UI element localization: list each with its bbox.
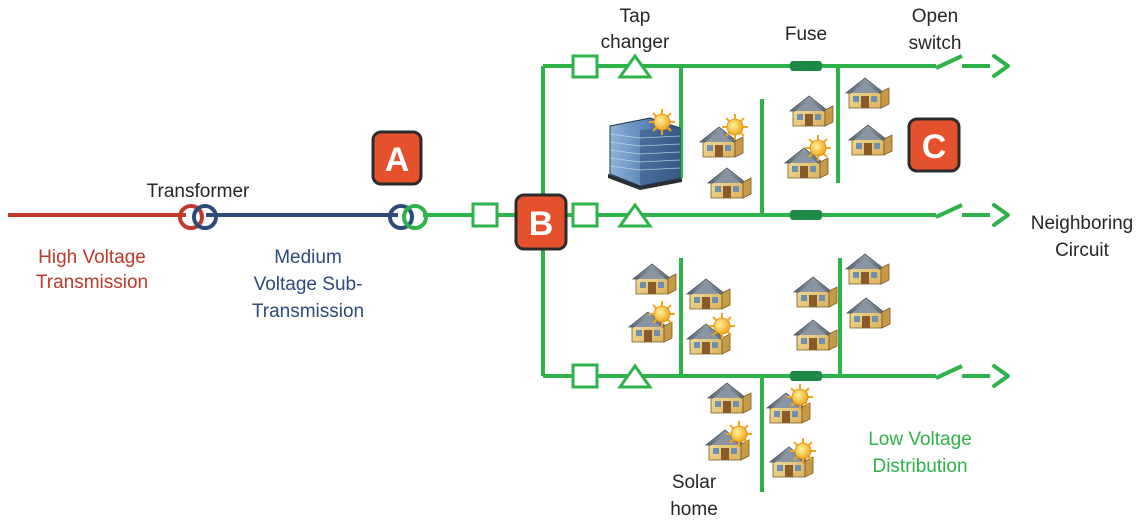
office-building-icon — [608, 108, 682, 190]
neighboring-circuit-label-line2: Circuit — [1055, 240, 1110, 261]
badge-c-label: C — [922, 128, 947, 166]
solar-house-icon — [699, 113, 749, 158]
high-voltage-label-line2: Transmission — [36, 272, 148, 293]
tap-changer-label-line2: changer — [601, 32, 670, 53]
breaker-icon — [571, 54, 599, 79]
solar-house-icon — [766, 383, 814, 424]
transformer-icon — [178, 204, 218, 230]
house-icon — [686, 278, 731, 310]
open-switch-bottom — [935, 364, 963, 380]
fuse-icon — [790, 371, 822, 381]
open-switch-label-line1: Open — [912, 6, 958, 27]
solar-house-icon — [784, 134, 832, 179]
solar-house-icon — [705, 420, 753, 461]
tap-changer-icon — [617, 202, 653, 228]
breaker-icon — [471, 202, 499, 228]
fuse-icon — [790, 210, 822, 220]
breaker-icon — [571, 202, 599, 228]
low-voltage-label-line1: Low Voltage — [868, 429, 972, 450]
solar-home-label-line1: Solar — [672, 472, 717, 493]
solar-house-icon — [769, 437, 817, 478]
tap-changer-icon — [617, 53, 653, 79]
tap-changer-label-line1: Tap — [620, 6, 651, 27]
badge-a-label: A — [385, 141, 410, 179]
house-icon — [789, 95, 834, 127]
solar-home-label-line2: home — [670, 499, 718, 520]
house-icon — [793, 319, 838, 351]
badge-c: C — [907, 117, 961, 173]
distribution-network — [541, 64, 990, 492]
open-switch-middle — [935, 203, 963, 219]
transformer-label: Transformer — [147, 181, 250, 202]
solar-house-icon — [686, 312, 736, 355]
low-voltage-label-line2: Distribution — [872, 456, 967, 477]
tap-changer-icon — [617, 363, 653, 389]
house-icon — [848, 124, 893, 156]
neighboring-circuit-label-line1: Neighboring — [1031, 213, 1133, 234]
open-switch-top — [935, 54, 963, 70]
house-icon — [707, 167, 752, 199]
badge-b: B — [514, 193, 568, 251]
high-voltage-label-line1: High Voltage — [38, 247, 146, 268]
medium-voltage-label-line3: Transmission — [252, 301, 364, 322]
house-icon — [707, 382, 752, 414]
badge-b-label: B — [529, 205, 554, 243]
house-icon — [793, 276, 838, 308]
arrow-right-icon — [992, 54, 1010, 78]
solar-house-icon — [628, 300, 676, 343]
house-icon — [845, 253, 890, 285]
medium-voltage-label-line1: Medium — [274, 247, 342, 268]
badge-a: A — [371, 130, 423, 186]
substation-transformer-icon — [388, 204, 428, 230]
arrow-right-icon — [992, 203, 1010, 227]
house-icon — [846, 297, 891, 329]
arrow-right-icon — [992, 364, 1010, 388]
open-switch-label-line2: switch — [909, 33, 962, 54]
house-icon — [632, 263, 677, 295]
fuse-label: Fuse — [785, 24, 827, 45]
fuse-icon — [790, 61, 822, 71]
medium-voltage-label-line2: Voltage Sub- — [254, 274, 363, 295]
house-icon — [845, 77, 890, 109]
breaker-icon — [571, 363, 599, 389]
